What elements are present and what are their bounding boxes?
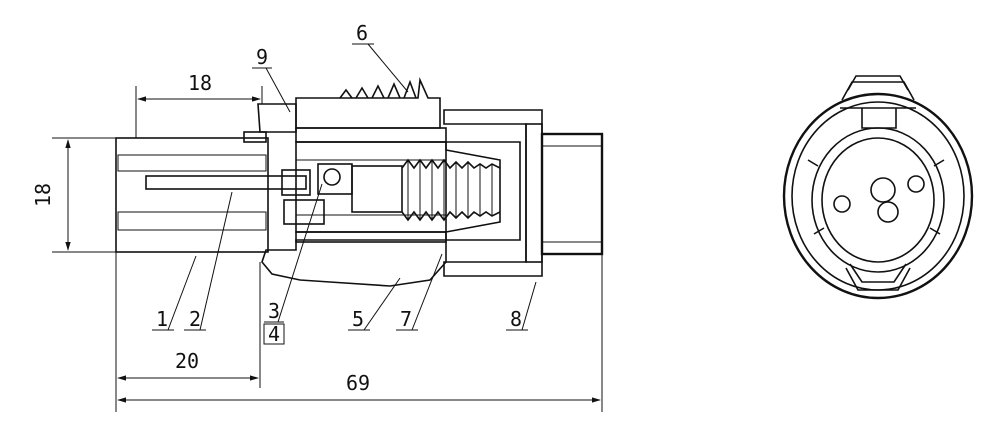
callout-3: 3 (268, 299, 280, 323)
callout-7: 7 (400, 307, 412, 331)
callout-4: 4 (268, 322, 280, 346)
retaining-clip-part-4 (283, 199, 325, 225)
callout-6: 6 (356, 21, 368, 45)
bellows-seal-part-7 (401, 158, 501, 222)
insulator-body-part-1 (115, 137, 269, 253)
socket-contact-part-3 (317, 163, 353, 195)
dim-length-20: 20 (175, 349, 199, 373)
end-view-center-pin (870, 177, 896, 203)
washer-part-9 (257, 103, 297, 133)
cable (540, 132, 604, 256)
dim-height-18: 18 (31, 183, 55, 207)
shell-upper-band (295, 127, 447, 143)
end-view-inner-ring (811, 127, 945, 273)
dim-length-18: 18 (188, 71, 212, 95)
callout-8: 8 (510, 307, 522, 331)
housing-part-5 (261, 239, 447, 287)
callout-2: 2 (189, 307, 201, 331)
end-cap-part-8 (443, 109, 543, 277)
end-view (782, 75, 974, 300)
dimension-lines (52, 86, 603, 412)
coupling-nut-part-6 (295, 76, 441, 129)
leader-lines (152, 43, 537, 345)
dim-length-69: 69 (346, 371, 370, 395)
contact-pin-part-2 (145, 175, 307, 190)
end-view-outer-ring (782, 92, 974, 300)
callout-9: 9 (256, 45, 268, 69)
section-view (115, 76, 604, 287)
callout-5: 5 (352, 307, 364, 331)
callout-1: 1 (156, 307, 168, 331)
